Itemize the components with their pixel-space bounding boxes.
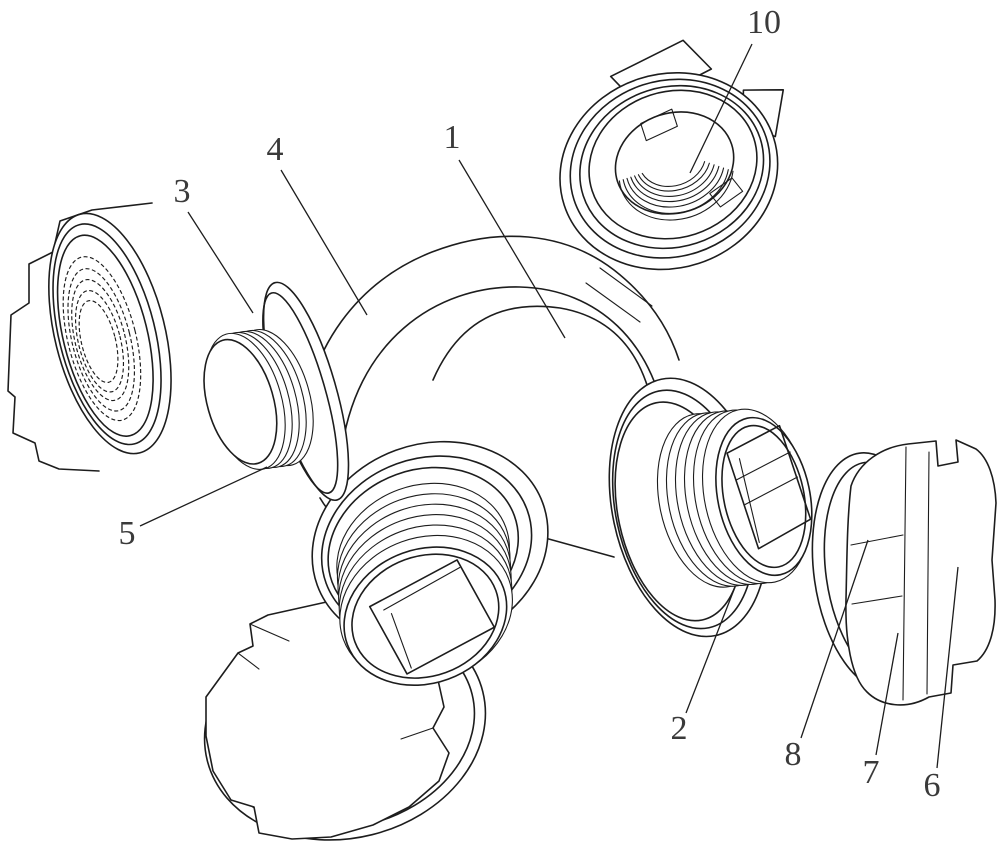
callout-leader-7 (875, 632, 899, 756)
right-port-square-socket (726, 424, 812, 550)
callout-label-10: 10 (747, 4, 781, 41)
callout-label-2: 2 (671, 710, 688, 747)
valve-body-drawing (301, 235, 680, 558)
ring-nut-drawing (559, 39, 785, 271)
callout-label-6: 6 (924, 767, 941, 804)
callout-leader-6 (936, 566, 959, 769)
bottom-port-square-socket (368, 559, 496, 675)
callout-leader-10 (689, 43, 753, 174)
callout-layer: 1 2 3 4 5 6 7 8 10 (119, 4, 959, 804)
callout-label-7: 7 (863, 754, 880, 791)
callout-label-4: 4 (267, 131, 284, 168)
callout-leader-4 (280, 169, 368, 316)
callout-leader-1 (458, 159, 566, 339)
bottom-port-face (343, 546, 508, 687)
callout-leader-3 (187, 211, 254, 314)
callout-leader-8 (800, 539, 869, 739)
left-cap-face (48, 212, 172, 455)
body-inner-dome (340, 286, 666, 457)
left-cap-knurled-edge (7, 202, 153, 472)
right-port-drawing (608, 377, 813, 638)
callout-label-3: 3 (174, 173, 191, 210)
callout-label-1: 1 (444, 119, 461, 156)
right-cap-drawing (811, 439, 997, 706)
callout-leader-2 (685, 586, 736, 714)
left-port-drawing (203, 281, 350, 502)
left-port-thread-face (203, 338, 278, 465)
callout-label-5: 5 (119, 515, 136, 552)
left-cap-drawing (7, 202, 172, 472)
callout-leader-5 (139, 466, 268, 527)
callout-label-8: 8 (785, 736, 802, 773)
bottom-port-drawing (311, 440, 549, 687)
right-port-thread-face (715, 416, 813, 577)
right-cap-body (845, 439, 997, 706)
body-outer-dome (301, 235, 680, 429)
